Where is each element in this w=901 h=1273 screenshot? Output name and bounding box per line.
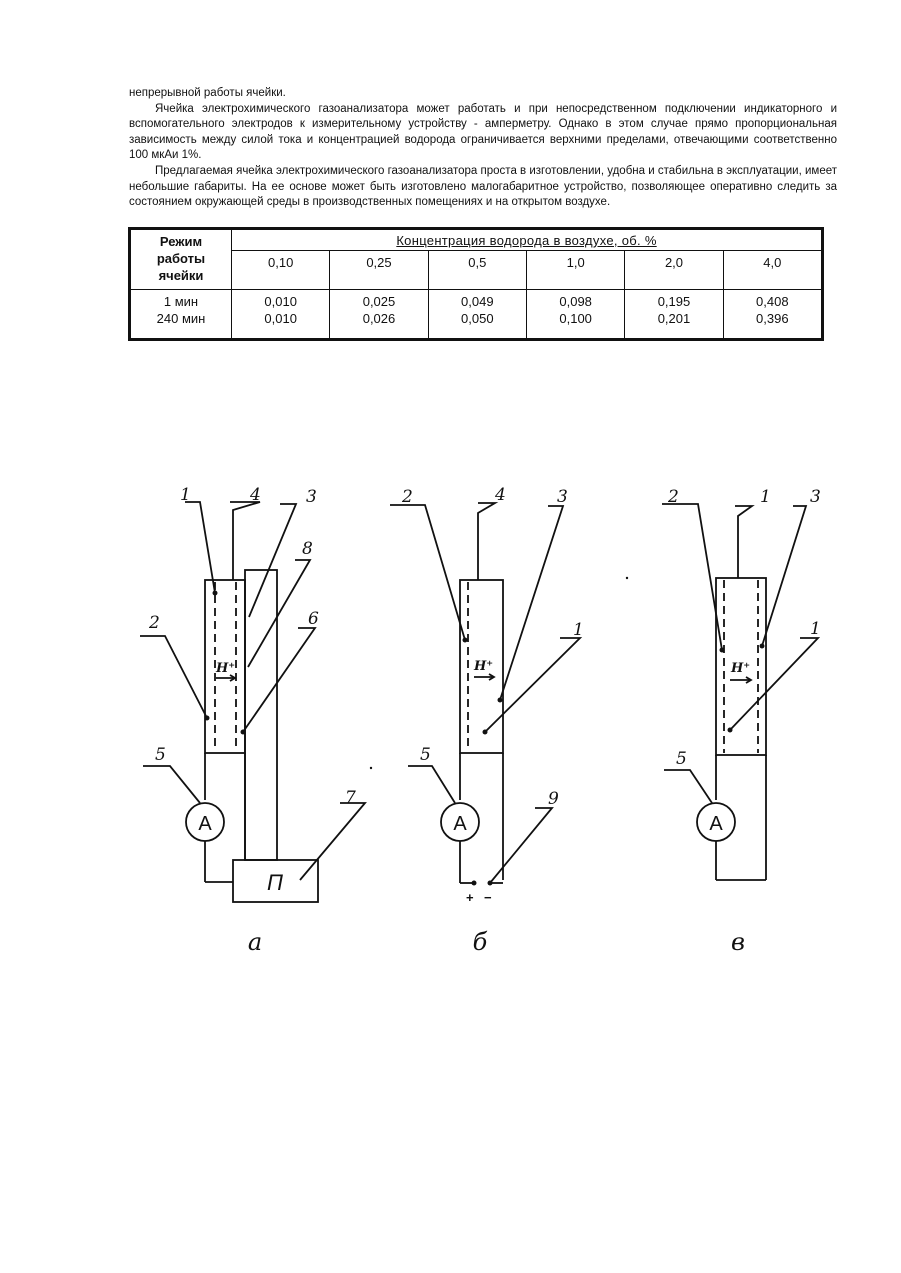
value: 0,049 [429,293,526,310]
value: 0,201 [625,310,722,327]
value-cell: 0,1950,201 [625,290,723,339]
value: 0,408 [724,293,821,310]
label-3: 3 [306,487,317,507]
paragraph-proposed-cell: Предлагаемая ячейка электрохимического г… [129,164,837,211]
ammeter-label: A [709,813,723,835]
mode-label: 1 мин [131,293,231,310]
value: 0,010 [232,293,329,310]
label-5: 5 [420,745,431,765]
plus-terminal: + [466,890,474,905]
value-cell: 0,0250,026 [330,290,428,339]
ion-label: H⁺ [215,661,235,676]
column-header: 1,0 [526,251,624,290]
label-5: 5 [155,745,166,765]
ammeter-label: A [198,813,212,835]
concentration-group-label: Концентрация водорода в воздухе, об. % [396,233,656,248]
ion-label: H⁺ [473,659,493,674]
value: 0,026 [330,310,427,327]
label-6: 6 [308,609,319,629]
ammeter-label: A [453,813,467,835]
schematic-b [390,503,580,883]
mode-header-line: работы [131,250,231,267]
body-text: непрерывной работы ячейки. Ячейка электр… [129,86,837,211]
label-3: 3 [557,487,568,507]
caption-a: а [248,928,262,956]
column-header: 4,0 [723,251,821,290]
value: 0,195 [625,293,722,310]
label-4: 4 [249,485,261,505]
mode-cell: 1 мин 240 мин [131,290,232,339]
caption-c: в [731,928,745,956]
minus-terminal: − [484,890,492,905]
label-5: 5 [676,749,687,769]
schematic-c [662,504,818,880]
mode-header-line: Режим [131,233,231,250]
paragraph-direct-connection: Ячейка электрохимического газоанализатор… [129,102,837,164]
value: 0,100 [527,310,624,327]
column-header: 0,10 [232,251,330,290]
value-cell: 0,4080,396 [723,290,821,339]
value: 0,098 [527,293,624,310]
column-header: 0,25 [330,251,428,290]
column-header: 0,5 [428,251,526,290]
table-row: 1 мин 240 мин 0,0100,010 0,0250,026 0,04… [131,290,822,339]
cell-schematics: 1 4 3 8 2 6 5 7 H⁺ A П а 2 4 3 1 5 9 H⁺ … [0,470,901,970]
value: 0,396 [724,310,821,327]
label-2: 2 [401,487,413,507]
mode-header: Режим работы ячейки [131,230,232,290]
mode-label: 240 мин [131,310,231,327]
label-3: 3 [810,487,821,507]
value-cell: 0,0490,050 [428,290,526,339]
caption-b: б [473,928,488,956]
schematic-a [140,502,365,902]
label-1: 1 [810,619,821,639]
value: 0,010 [232,310,329,327]
mode-header-line: ячейки [131,267,231,284]
label-2: 2 [148,613,160,633]
column-header: 2,0 [625,251,723,290]
ion-label: H⁺ [730,661,750,676]
label-1: 1 [180,485,191,505]
power-supply-label: П [267,870,283,895]
label-4: 4 [494,485,506,505]
results-table-frame: Режим работы ячейки Концентрация водород… [128,227,824,341]
value-cell: 0,0980,100 [526,290,624,339]
label-1: 1 [760,487,771,507]
results-table: Режим работы ячейки Концентрация водород… [130,229,822,339]
label-2: 2 [667,487,679,507]
label-7: 7 [345,788,356,808]
concentration-group-header: Концентрация водорода в воздухе, об. % [232,230,822,251]
value: 0,025 [330,293,427,310]
label-8: 8 [302,539,313,559]
paragraph-continuation: непрерывной работы ячейки. [129,86,837,102]
value: 0,050 [429,310,526,327]
label-9: 9 [548,789,559,809]
label-1: 1 [573,620,584,640]
value-cell: 0,0100,010 [232,290,330,339]
